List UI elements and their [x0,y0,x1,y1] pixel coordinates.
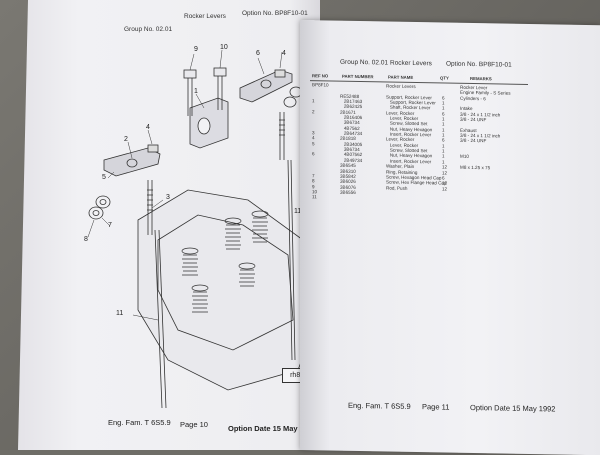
remarks-column: Rocker Lever Engine Family - S Series Cy… [460,84,511,171]
callout-10: 10 [220,44,228,51]
left-footer-option-date: Option Date 15 May 1992 [228,424,317,433]
col-header-qty: QTY [440,75,449,81]
ref-column: BP8F10 1 2 3 4 5 6 7 8 9 10 11 [312,82,329,200]
right-option-label: Option No. BP8F10-01 [446,60,512,69]
callout-7: 7 [108,222,112,229]
callout-5: 5 [102,174,106,181]
callout-3: 3 [166,194,170,201]
col-header-part-number: PART NUMBER [342,73,374,80]
parts-table: REF NO PART NUMBER PART NAME QTY REMARKS… [300,20,600,200]
callout-9: 9 [194,46,198,53]
left-footer-page: Page 10 [180,420,208,429]
col-header-part-name: PART NAME [388,74,414,80]
left-page: Group No. 02.01 Rocker Levers Option No.… [18,0,320,450]
left-option-label: Option No. BP8F10-01 [242,10,308,17]
right-footer-option-date: Option Date 15 May 1992 [470,402,556,414]
part-number-column: RE52488 2B17463 2B62425 2B1671 2B16406 3… [340,93,363,195]
left-section-title: Rocker Levers [184,13,226,20]
left-group-label: Group No. 02.01 [124,26,173,33]
right-group-label: Group No. 02.01 [340,58,389,67]
qty-column: 6 1 1 6 1 1 1 1 6 1 1 1 1 12 12 6 12 12 [442,95,448,192]
right-footer-eng-fam: Eng. Fam. T 6S5.9 [348,400,411,411]
right-footer-page: Page 11 [422,402,450,412]
callout-1: 1 [194,88,198,95]
callout-8: 8 [84,236,88,243]
callout-11b: 11 [294,208,302,215]
callout-2: 2 [124,136,128,143]
callout-4b: 4 [282,50,286,57]
right-page: Group No. 02.01 Rocker Levers Option No.… [300,20,600,455]
exploded-parts-diagram [87,49,314,409]
col-header-ref: REF NO [312,73,329,79]
right-section-title: Rocker Levers [390,59,432,68]
part-name-column: Rocker Levers Support, Rocker Lever Supp… [386,83,447,191]
callout-4: 4 [146,124,150,131]
callout-11: 11 [116,310,124,317]
callout-6: 6 [256,50,260,57]
col-header-remarks: REMARKS [470,75,492,82]
left-footer-eng-fam: Eng. Fam. T 6S5.9 [108,418,171,427]
